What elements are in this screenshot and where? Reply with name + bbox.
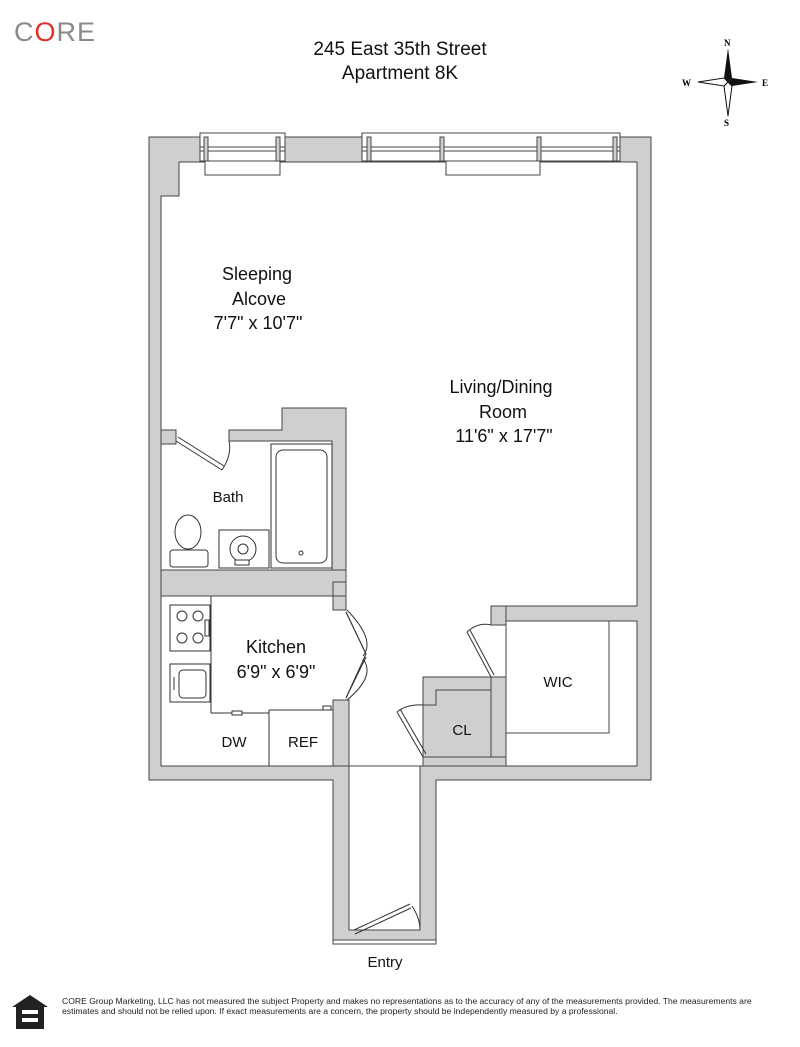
entry-label: Entry [367,954,403,971]
entry-threshold [332,939,437,945]
wic-label: WIC [543,674,572,691]
compass-s: S [724,118,729,128]
windows [199,132,621,176]
stove-icon [169,604,211,652]
unit-title: Apartment 8K [341,63,459,84]
room-labels: Sleeping Alcove 7'7" x 10'7" Living/Dini… [213,264,573,971]
sleeping-alcove-label: Sleeping [222,264,292,284]
bath-label: Bath [213,489,244,506]
kitchen-walls [332,595,350,767]
kitchen-sink-icon [169,663,211,703]
living-dining-label: Living/Dining [449,377,552,397]
toilet-icon [169,514,209,568]
kitchen-label: Kitchen [246,637,306,657]
compass-n: N [724,38,731,48]
sleeping-alcove-label-2: Alcove [232,289,286,309]
sleeping-alcove-dims: 7'7" x 10'7" [214,313,303,333]
compass-w: W [682,78,691,88]
bath-walls [160,407,347,611]
doors [175,436,495,935]
refrigerator-label: REF [288,734,318,751]
address-title: 245 East 35th Street [313,39,487,60]
disclaimer-text: CORE Group Marketing, LLC has not measur… [62,996,752,1017]
bathtub-icon [270,443,333,569]
compass-icon: N S E W [682,38,768,128]
core-logo: CORE [14,17,97,47]
living-dining-dims: 11'6" x 17'7" [455,426,552,446]
living-dining-label-2: Room [479,402,527,422]
bath-sink-icon [218,529,270,569]
compass-e: E [762,78,768,88]
dishwasher-label: DW [222,734,248,751]
kitchen-dims: 6'9" x 6'9" [237,662,316,682]
closet-walls [422,605,507,767]
equal-housing-icon [12,995,48,1029]
wic-shelf [505,620,610,734]
closet-label: CL [452,722,471,739]
kitchen-fixtures [210,596,333,766]
